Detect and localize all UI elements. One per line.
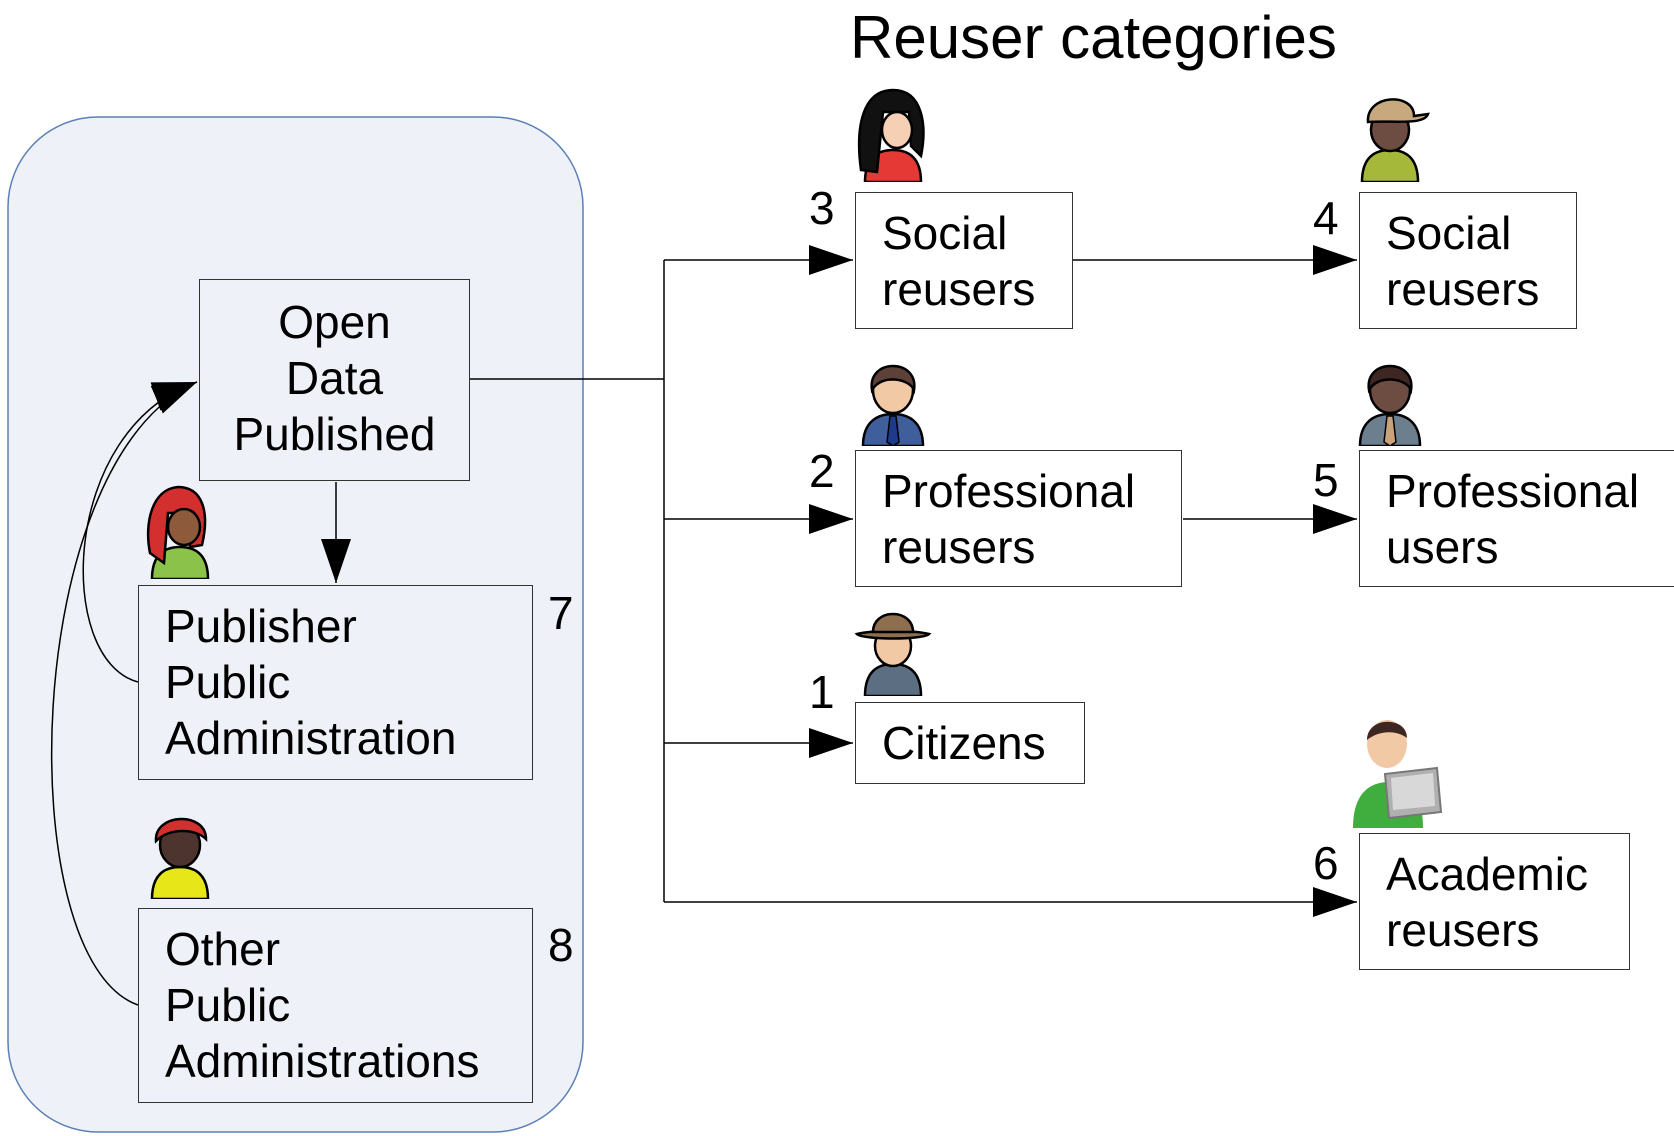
node-line: Public <box>165 656 291 708</box>
publisher-public-administration-node: Publisher Public Administration <box>138 585 533 780</box>
node-line: Administration <box>165 712 457 764</box>
node-number-6: 6 <box>1313 837 1339 889</box>
social-reusers-node: Social reusers <box>1359 192 1577 329</box>
node-line: Professional <box>882 465 1136 517</box>
woman-red-hair-avatar-icon <box>146 485 210 579</box>
node-line: Data <box>285 352 384 404</box>
businessman-avatar-icon <box>861 364 925 446</box>
node-line: Social <box>882 207 1008 259</box>
fan-out-connectors <box>50 245 1357 1006</box>
man-cap-avatar-icon <box>1360 98 1430 182</box>
node-number-2: 2 <box>809 445 835 497</box>
node-line: Social <box>1386 207 1512 259</box>
node-line: Professional <box>1386 465 1640 517</box>
businessman-dark-avatar-icon <box>1358 364 1422 446</box>
node-line: Published <box>233 408 436 460</box>
man-hat-avatar-icon <box>854 612 932 696</box>
node-line: reusers <box>882 263 1036 315</box>
other-public-administrations-node: Other Public Administrations <box>138 908 533 1103</box>
person-red-cap-avatar-icon <box>150 817 210 899</box>
node-number-8: 8 <box>548 919 574 971</box>
citizens-node: Citizens <box>855 702 1085 784</box>
node-number-3: 3 <box>809 182 835 234</box>
node-number-7: 7 <box>548 587 574 639</box>
node-number-4: 4 <box>1313 192 1339 244</box>
woman-black-hair-avatar-icon <box>857 88 925 182</box>
node-line: Open <box>278 296 391 348</box>
open-data-published-node: Open Data Published <box>199 279 470 481</box>
node-line: Administrations <box>165 1035 480 1087</box>
node-line: Other <box>165 923 281 975</box>
node-line: reusers <box>882 521 1036 573</box>
node-number-1: 1 <box>809 666 835 718</box>
academic-reusers-node: Academic reusers <box>1359 833 1630 970</box>
node-line: Citizens <box>882 717 1046 769</box>
node-line: reusers <box>1386 904 1540 956</box>
professional-reusers-node: Professional reusers <box>855 450 1182 587</box>
node-line: reusers <box>1386 263 1540 315</box>
node-line: users <box>1386 521 1499 573</box>
node-line: Publisher <box>165 600 357 652</box>
node-number-5: 5 <box>1313 454 1339 506</box>
node-line: Public <box>165 979 291 1031</box>
social-reusers-node: Social reusers <box>855 192 1073 329</box>
professional-users-node: Professional users <box>1359 450 1674 587</box>
node-line: Academic <box>1386 848 1588 900</box>
person-laptop-icon <box>1353 720 1443 828</box>
diagram-title: Reuser categories <box>850 4 1337 71</box>
